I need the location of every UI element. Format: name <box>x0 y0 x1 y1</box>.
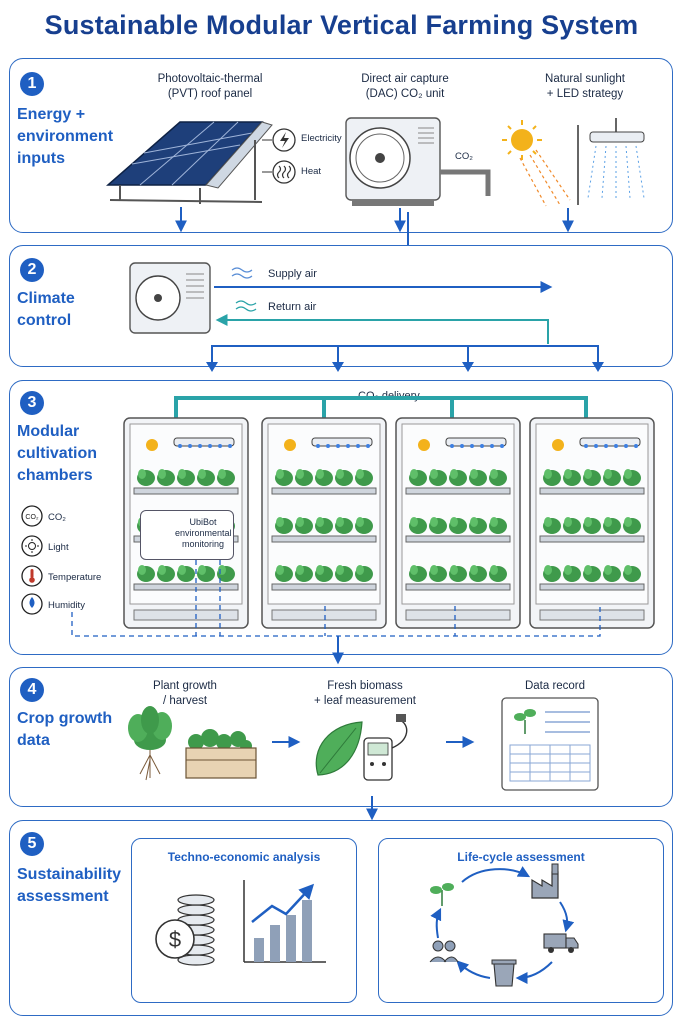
param-co2-label: CO₂ <box>48 512 66 523</box>
section-number-3: 3 <box>20 391 44 415</box>
chamber-4 <box>529 417 655 629</box>
co2-icon: CO₂ <box>21 505 43 527</box>
water-drop-icon <box>21 593 43 615</box>
people-icon <box>429 940 459 963</box>
electricity-icon <box>272 128 296 152</box>
section-number-4: 4 <box>20 678 44 702</box>
sun-icon <box>502 120 571 207</box>
heat-label: Heat <box>301 166 322 177</box>
bar-chart-icon <box>243 880 326 963</box>
return-air-label: Return air <box>268 301 317 313</box>
shelf <box>539 583 645 591</box>
page-title: Sustainable Modular Vertical Farming Sys… <box>44 10 639 40</box>
section-title-chambers: Modular cultivation chambers <box>17 423 98 484</box>
section-title-crop: Crop growth data <box>17 710 113 749</box>
shelf <box>405 583 511 591</box>
chamber-vent <box>539 609 645 621</box>
ubibot-label: UbiBot environmental monitoring <box>175 517 232 549</box>
supply-air-label: Supply air <box>268 268 317 280</box>
life-cycle-title: Life-cycle assessment <box>457 850 585 864</box>
return-air-icon <box>235 300 257 312</box>
param-light-label: Light <box>48 542 69 553</box>
chamber-sun-icon <box>146 439 158 451</box>
shelf <box>271 583 377 591</box>
factory-icon <box>531 863 559 899</box>
sunlight-led-label: Natural sunlight + LED strategy <box>545 73 625 100</box>
chamber-sun-icon <box>552 439 564 451</box>
section-title-sustainability: Sustainability assessment <box>17 866 122 905</box>
ubibot-label-box: UbiBot environmental monitoring <box>140 510 234 560</box>
shelf <box>405 535 511 543</box>
chamber-led-icon <box>445 437 507 447</box>
shelf <box>405 487 511 495</box>
panel-energy-inputs <box>9 58 673 233</box>
plant-sprout-icon <box>430 883 454 906</box>
chamber-3 <box>395 417 521 629</box>
leaf-icon <box>315 721 363 776</box>
pvt-panel-icon <box>106 121 273 204</box>
dac-unit-icon <box>345 117 491 206</box>
svg-text:CO₂: CO₂ <box>25 514 39 521</box>
shelf <box>133 583 239 591</box>
climate-unit-icon <box>129 262 211 334</box>
thermometer-icon <box>21 565 43 587</box>
recycle-bin-icon <box>491 959 517 987</box>
chamber-vent <box>271 609 377 621</box>
shelf <box>539 487 645 495</box>
chamber-sun-icon <box>418 439 430 451</box>
pvt-panel-label: Photovoltaic-thermal (PVT) roof panel <box>157 73 263 100</box>
section-number-5: 5 <box>20 832 44 856</box>
data-record-icon <box>501 697 599 791</box>
truck-icon <box>543 933 579 953</box>
techno-economic-title: Techno-economic analysis <box>167 850 321 864</box>
led-lamp-icon <box>587 118 645 199</box>
section-number-2: 2 <box>20 258 44 282</box>
supply-air-icon <box>231 267 253 279</box>
chamber-vent <box>133 609 239 621</box>
section-number-1: 1 <box>20 72 44 96</box>
section-title-climate: Climate control <box>17 290 75 329</box>
electricity-label: Electricity <box>301 133 342 144</box>
shelf <box>271 487 377 495</box>
dac-co2-label: CO₂ <box>455 151 473 162</box>
chamber-led-icon <box>311 437 373 447</box>
param-temperature-label: Temperature <box>48 572 102 583</box>
shelf <box>539 535 645 543</box>
svg-text:$: $ <box>169 927 181 952</box>
data-record-label: Data record <box>524 680 586 692</box>
chamber-sun-icon <box>284 439 296 451</box>
coin-stack-icon: $ <box>155 894 215 966</box>
shelf <box>133 487 239 495</box>
light-icon <box>21 535 43 557</box>
harvest-crate-icon <box>185 729 257 779</box>
fresh-biomass-label: Fresh biomass + leaf measurement <box>314 680 416 707</box>
section-title-energy: Energy + environment inputs <box>17 106 114 167</box>
plant-growth-label: Plant growth / harvest <box>153 680 217 707</box>
chamber-2 <box>261 417 387 629</box>
dac-unit-label: Direct air capture (DAC) CO₂ unit <box>361 73 449 100</box>
spinach-plant-icon <box>128 706 172 781</box>
chamber-led-icon <box>173 437 235 447</box>
param-humidity-label: Humidity <box>48 600 85 611</box>
heat-icon <box>272 160 296 184</box>
chamber-vent <box>405 609 511 621</box>
shelf <box>271 535 377 543</box>
leaf-meter-icon <box>363 714 408 781</box>
chamber-led-icon <box>579 437 641 447</box>
